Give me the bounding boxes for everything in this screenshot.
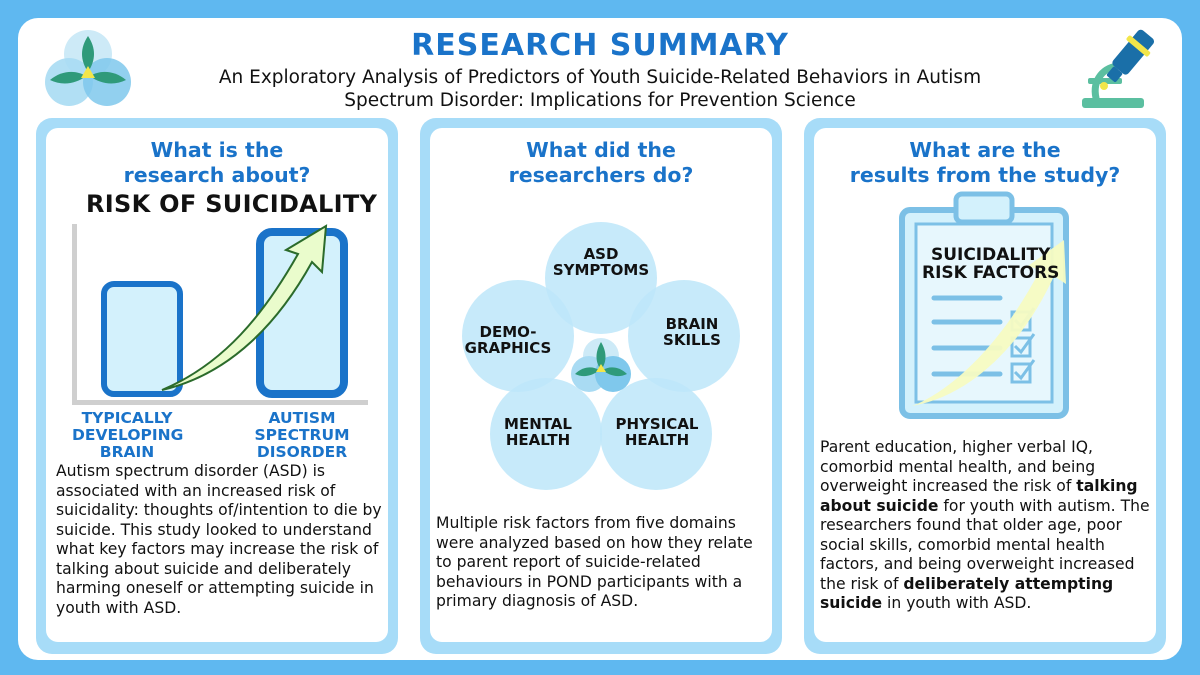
bar1-label-line: TYPICALLY [81, 409, 173, 427]
subtitle-line-1: An Exploratory Analysis of Predictors of… [218, 67, 982, 88]
bar2-label-line: SPECTRUM [254, 426, 350, 444]
rising-arrow-icon [912, 240, 1066, 406]
subtitle-line-2: Spectrum Disorder: Implications for Prev… [344, 90, 856, 111]
rising-arrow-icon [161, 224, 328, 391]
domain-label-mental: MENTAL HEALTH [488, 416, 588, 448]
domain-label-line: GRAPHICS [464, 339, 552, 357]
bar1-label-line: DEVELOPING [72, 426, 184, 444]
panel-results-inner: What are the results from the study? [814, 128, 1156, 642]
results-text: Parent education, higher verbal IQ, como… [820, 438, 1096, 495]
domain-label-line: HEALTH [624, 431, 690, 449]
venn-circle-demo [462, 280, 574, 392]
domain-label-line: HEALTH [505, 431, 571, 449]
domain-label-physical: PHYSICAL HEALTH [602, 416, 712, 448]
heading-line-2: results from the study? [849, 163, 1121, 187]
panel-heading: What did the researchers do? [430, 138, 772, 188]
domain-label-asd: ASD SYMPTOMS [546, 246, 656, 278]
panel-body-text: Multiple risk factors from five domains … [436, 514, 753, 610]
microscope-icon [1082, 29, 1155, 108]
clipboard-title-line: SUICIDALITY [930, 245, 1051, 265]
domain-label-brain: BRAIN SKILLS [642, 316, 742, 348]
clipboard-clip [953, 191, 1015, 225]
bar-label-autism: AUTISM SPECTRUM DISORDER [242, 410, 362, 461]
bar-label-typically-developing: TYPICALLY DEVELOPING BRAIN [72, 409, 184, 461]
results-emphasis: deliberately attempting suicide [820, 574, 1114, 613]
domain-label-line: BRAIN [665, 315, 719, 333]
page-subtitle: An Exploratory Analysis of Predictors of… [160, 66, 1040, 112]
panel-results: What are the results from the study? [804, 118, 1166, 654]
bar-typically-developing [101, 281, 183, 397]
five-domain-venn [462, 222, 740, 490]
domain-label-line: SKILLS [663, 331, 721, 349]
heading-line-2: research about? [123, 163, 311, 187]
logo-icon [45, 30, 131, 106]
domain-label-line: SYMPTOMS [552, 261, 650, 279]
domain-label-line: DEMO- [479, 323, 537, 341]
bar2-label-line: AUTISM [268, 409, 336, 427]
results-emphasis: talking about suicide [820, 477, 1138, 515]
heading-line-1: What are the [909, 138, 1061, 162]
domain-label-demographics: DEMO- GRAPHICS [458, 324, 558, 356]
panel-research-about-inner: What is the research about? RISK OF SUIC… [46, 128, 388, 642]
center-logo-icon [571, 338, 631, 392]
panel-research-about: What is the research about? RISK OF SUIC… [36, 118, 398, 654]
results-text: in youth with ASD. [882, 594, 1032, 612]
heading-line-2: researchers do? [508, 163, 694, 187]
domain-label-line: PHYSICAL [615, 415, 699, 433]
risk-chart-illustration [72, 224, 368, 405]
venn-circle-physical [600, 378, 712, 490]
panel-researchers-do-inner: What did the researchers do? ASD SYMPTOM… [430, 128, 772, 642]
venn-circle-brain [628, 280, 740, 392]
page-title: RESEARCH SUMMARY [411, 28, 789, 63]
panel-heading: What are the results from the study? [814, 138, 1156, 188]
panel-body-text: Parent education, higher verbal IQ, como… [820, 438, 1158, 614]
venn-circle-asd [545, 222, 657, 334]
panel-body-text: Autism spectrum disorder (ASD) is associ… [56, 462, 382, 617]
heading-line-1: What did the [526, 138, 676, 162]
results-text: for youth with autism. The researchers f… [820, 496, 1150, 593]
venn-circle-mental [490, 378, 602, 490]
chart-title: RISK OF SUICIDALITY [86, 190, 378, 218]
clipboard-illustration [899, 191, 1069, 419]
bar2-label-line: DISORDER [256, 443, 348, 461]
panel-heading: What is the research about? [46, 138, 388, 188]
domain-label-line: MENTAL [504, 415, 572, 433]
panel-researchers-do: What did the researchers do? ASD SYMPTOM… [420, 118, 782, 654]
bar1-label-line: BRAIN [99, 443, 155, 461]
checkbox-icons [1010, 307, 1036, 384]
clipboard-title-line: RISK FACTORS [922, 263, 1060, 283]
clipboard-title: SUICIDALITY RISK FACTORS [922, 246, 1059, 282]
heading-line-1: What is the [150, 138, 284, 162]
domain-label-line: ASD [583, 245, 619, 263]
